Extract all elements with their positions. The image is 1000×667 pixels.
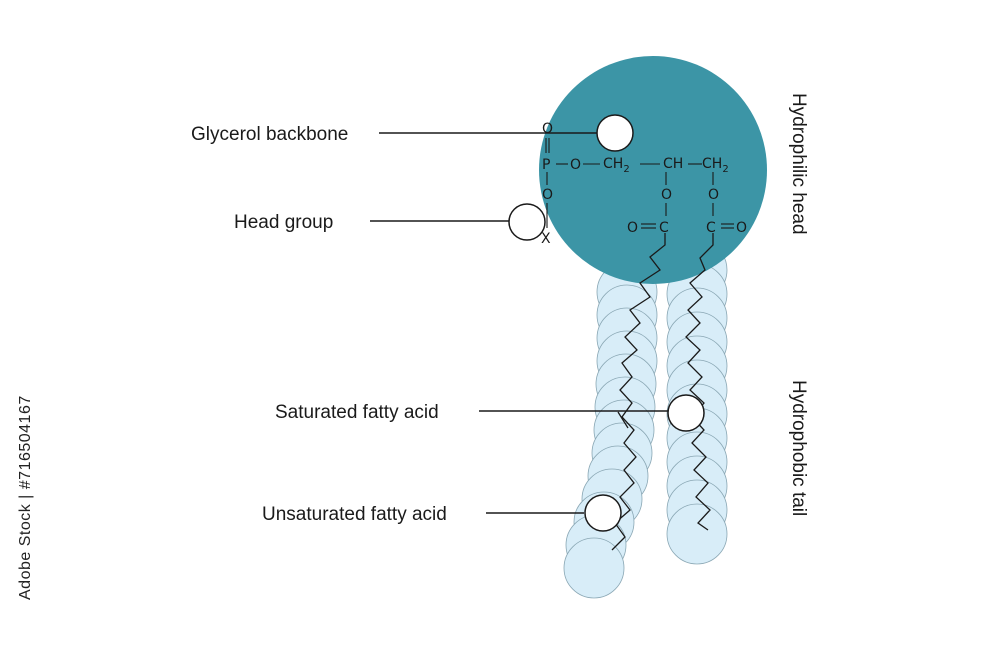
glycerol-marker (596, 114, 634, 152)
unsaturated-fatty-acid-label: Unsaturated fatty acid (262, 504, 447, 525)
head-group-marker (508, 203, 546, 241)
unsaturated-chain (611, 233, 666, 551)
middle-carbonyl-oxygen: O (627, 220, 638, 236)
chemical-structure: O P O CH2 CH CH2 O X O O C O C O (541, 121, 747, 247)
ester-oxygen: O (570, 157, 581, 173)
hydrophilic-head-circle (539, 56, 767, 284)
glycerol-backbone-label: Glycerol backbone (191, 124, 348, 145)
head-group-label: Head group (234, 212, 333, 233)
middle-carbonyl-carbon: C (659, 220, 669, 236)
ch2-right: CH2 (702, 156, 729, 175)
right-carbonyl-carbon: C (706, 220, 716, 236)
ch-middle: CH (663, 156, 683, 172)
middle-ester-oxygen: O (661, 187, 672, 203)
tail-bead-left (563, 537, 625, 599)
unsaturated-marker (584, 494, 622, 532)
right-ester-oxygen: O (708, 187, 719, 203)
saturated-chain (685, 233, 714, 531)
tail-bead-right (666, 503, 728, 565)
phosphate-oxygen-top: O (542, 121, 553, 137)
phosphorus-atom: P (542, 157, 550, 173)
saturated-marker (667, 394, 705, 432)
ch2-left: CH2 (603, 156, 630, 175)
tail-left (563, 261, 658, 599)
stock-watermark: Adobe Stock | #716504167 (17, 395, 34, 600)
saturated-fatty-acid-label: Saturated fatty acid (275, 402, 439, 423)
phosphate-oxygen-bottom: O (542, 187, 553, 203)
hydrophobic-tail-label: Hydrophobic tail (788, 380, 809, 516)
head-group-x: X (541, 231, 551, 247)
right-carbonyl-oxygen: O (736, 220, 747, 236)
hydrophilic-head-label: Hydrophilic head (788, 93, 809, 235)
double-bond-line (617, 411, 629, 429)
